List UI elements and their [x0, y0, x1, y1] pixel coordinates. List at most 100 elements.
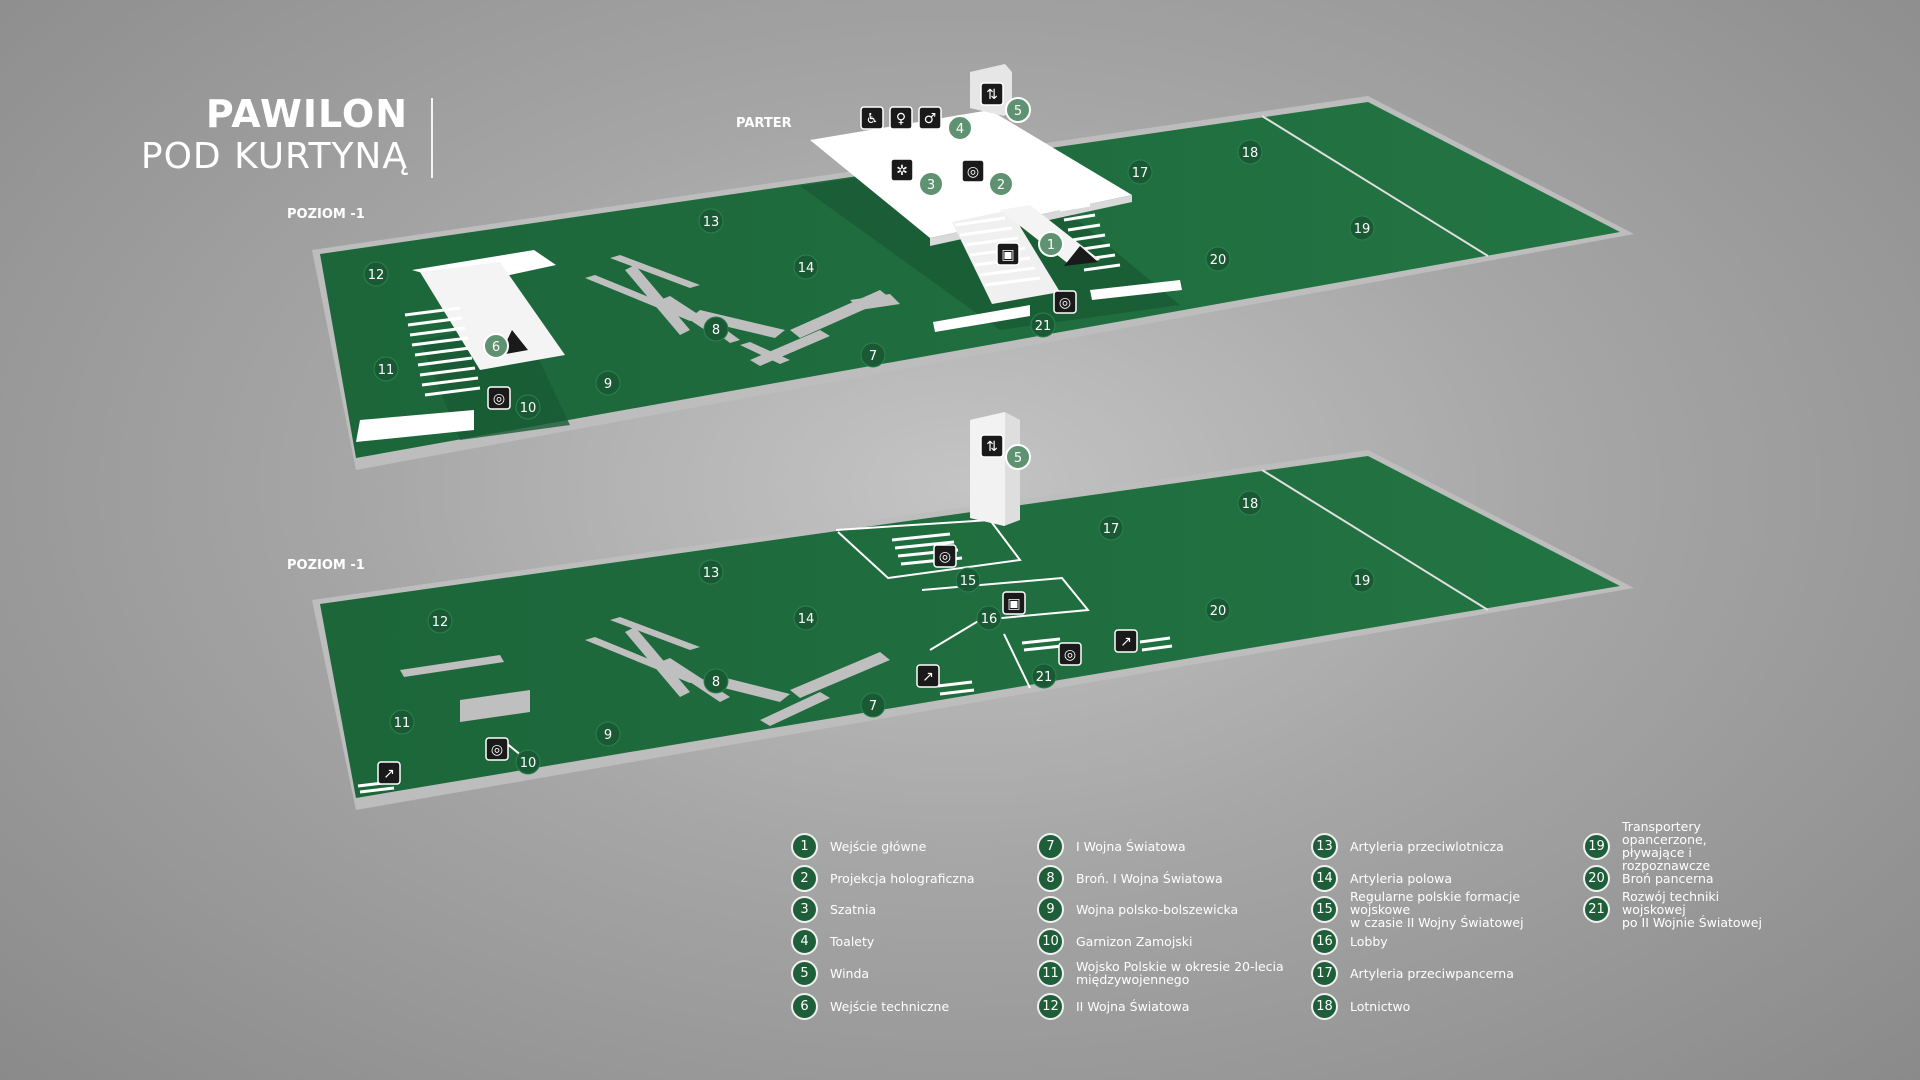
legend-number: 9: [1037, 895, 1064, 923]
svg-text:▣: ▣: [1007, 596, 1020, 612]
legend-number: 4: [791, 927, 818, 955]
lower-marker-14: 14: [793, 605, 819, 631]
legend-number: 13: [1311, 832, 1338, 860]
lower-marker-9: 9: [595, 721, 621, 747]
lower-marker-label: 11: [394, 716, 411, 731]
label-poziom-top: POZIOM -1: [287, 207, 365, 222]
lower-marker-label: 13: [703, 566, 720, 581]
legend-number: 16: [1311, 927, 1338, 955]
upper-marker-label: 19: [1354, 222, 1371, 237]
legend-item-4: 4 Toalety: [791, 925, 1051, 957]
upper-marker-13: 13: [698, 208, 724, 234]
upper-marker-17: 17: [1127, 159, 1153, 185]
svg-text:↗: ↗: [922, 669, 934, 685]
upper-marker-6: 6: [483, 333, 509, 359]
legend-label: Rozwój techniki wojskowej po II Wojnie Ś…: [1622, 888, 1762, 930]
upper-marker-label: 2: [997, 178, 1005, 193]
lower-marker-15: 15: [955, 567, 981, 593]
legend-item-6: 6 Wejście techniczne: [791, 990, 1051, 1022]
projector-icon: ◎: [1053, 290, 1077, 314]
svg-text:⇅: ⇅: [986, 87, 998, 103]
svg-text:♂: ♂: [924, 111, 937, 127]
legend-label: Garnizon Zamojski: [1076, 933, 1193, 949]
lower-marker-label: 12: [432, 615, 449, 630]
legend-number: 1: [791, 832, 818, 860]
svg-text:◎: ◎: [1059, 295, 1071, 311]
upper-marker-2: 2: [988, 171, 1014, 197]
upper-marker-label: 11: [378, 363, 395, 378]
legend-number: 8: [1037, 864, 1064, 892]
legend-label: Artyleria polowa: [1350, 870, 1452, 886]
lower-marker-label: 18: [1242, 497, 1259, 512]
legend-number: 17: [1311, 959, 1338, 987]
upper-marker-label: 13: [703, 215, 720, 230]
legend-label: Regularne polskie formacje wojskowe w cz…: [1350, 888, 1524, 930]
legend-label: Toalety: [830, 933, 875, 949]
cloakroom-icon: ✲: [890, 158, 914, 182]
lower-marker-12: 12: [427, 608, 453, 634]
legend-number: 5: [791, 959, 818, 987]
elevator-icon: ⇅: [980, 82, 1004, 106]
legend-number: 20: [1583, 864, 1610, 892]
lower-marker-label: 16: [981, 612, 998, 627]
label-parter: PARTER: [736, 116, 792, 131]
lower-marker-16: 16: [976, 605, 1002, 631]
svg-text:◎: ◎: [493, 391, 505, 407]
legend-number: 21: [1583, 895, 1610, 923]
upper-marker-label: 1: [1047, 238, 1055, 253]
legend-label: Lotnictwo: [1350, 998, 1411, 1014]
svg-text:◎: ◎: [967, 164, 979, 180]
lower-marker-label: 5: [1014, 451, 1022, 466]
legend-label: Wejście techniczne: [830, 998, 950, 1014]
lower-marker-label: 20: [1210, 604, 1227, 619]
lower-marker-19: 19: [1349, 567, 1375, 593]
upper-marker-label: 14: [798, 261, 815, 276]
stairs-icon: ↗: [377, 761, 401, 785]
upper-marker-label: 4: [956, 122, 964, 137]
elevator-icon: ⇅: [980, 434, 1004, 458]
lower-marker-label: 19: [1354, 574, 1371, 589]
svg-text:◎: ◎: [491, 742, 503, 758]
legend-number: 10: [1037, 927, 1064, 955]
lower-marker-label: 8: [712, 675, 720, 690]
upper-floor: PARTER POZIOM -1: [287, 64, 1634, 470]
legend-item-20: 20 Broń pancerna: [1583, 862, 1783, 894]
projector-icon: ◎: [487, 386, 511, 410]
upper-marker-12: 12: [363, 261, 389, 287]
upper-marker-label: 12: [368, 268, 385, 283]
upper-marker-label: 7: [869, 349, 877, 364]
lower-marker-10: 10: [515, 749, 541, 775]
lower-marker-label: 14: [798, 612, 815, 627]
upper-marker-label: 21: [1035, 319, 1052, 334]
legend-number: 2: [791, 864, 818, 892]
legend-number: 15: [1311, 895, 1338, 923]
lower-marker-label: 10: [520, 756, 537, 771]
lower-marker-17: 17: [1098, 515, 1124, 541]
legend-item-15: 15 Regularne polskie formacje wojskowe w …: [1311, 890, 1571, 929]
lower-marker-5: 5: [1005, 444, 1031, 470]
title-line-2: POD KURTYNĄ: [140, 136, 408, 177]
lower-floor: POZIOM -1: [287, 412, 1634, 810]
legend-label: Lobby: [1350, 933, 1388, 949]
legend-number: 11: [1037, 959, 1064, 987]
svg-text:◎: ◎: [1064, 647, 1076, 663]
svg-text:⇅: ⇅: [986, 439, 998, 455]
lower-marker-8: 8: [703, 668, 729, 694]
legend-label: I Wojna Światowa: [1076, 838, 1186, 854]
legend-number: 18: [1311, 992, 1338, 1020]
legend-label: II Wojna Światowa: [1076, 998, 1190, 1014]
upper-marker-20: 20: [1205, 246, 1231, 272]
legend-number: 6: [791, 992, 818, 1020]
upper-marker-label: 6: [492, 340, 500, 355]
legend-label: Broń pancerna: [1622, 870, 1714, 886]
lower-marker-20: 20: [1205, 597, 1231, 623]
lower-marker-7: 7: [860, 692, 886, 718]
